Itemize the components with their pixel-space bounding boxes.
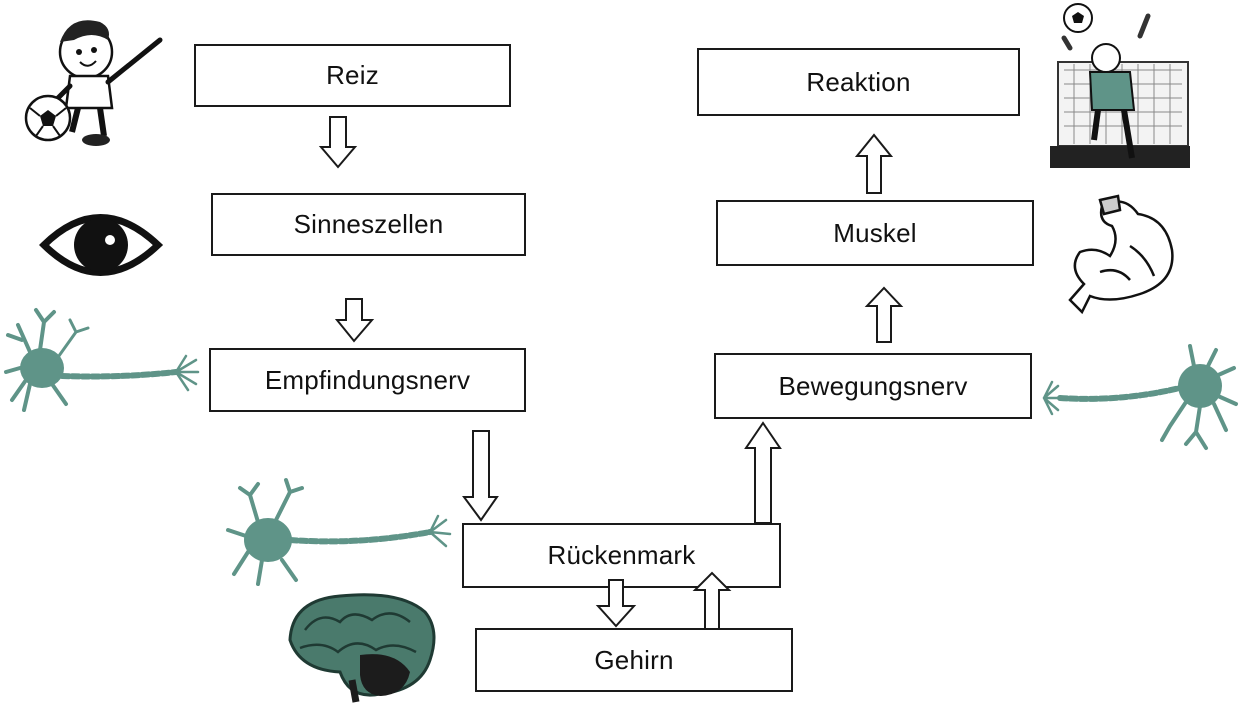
arrow-muskel-to-reaktion [854, 133, 894, 194]
arrow-empfindungsnerv-to-rueckenmark [462, 430, 499, 522]
gehirn-label: Gehirn [594, 644, 674, 675]
reaktion-label: Reaktion [806, 66, 911, 97]
empfindungsnerv-label: Empfindungsnerv [264, 364, 471, 395]
arrow-rueckenmark-to-gehirn [595, 579, 637, 628]
goalkeeper-icon [1050, 3, 1190, 168]
neuron-icon [226, 478, 452, 586]
gehirn-box: Gehirn [475, 628, 793, 692]
rueckenmark-box: Rückenmark [462, 523, 781, 588]
brain-icon [288, 593, 436, 703]
sinneszellen-label: Sinneszellen [293, 209, 444, 239]
arrow-gehirn-to-rueckenmark [692, 571, 732, 630]
sinneszellen-box: Sinneszellen [211, 193, 526, 256]
rueckenmark-label: Rückenmark [547, 540, 696, 570]
muskel-box: Muskel [716, 200, 1034, 266]
reiz-label: Reiz [326, 60, 379, 90]
arrow-rueckenmark-to-bewegungsnerv [744, 421, 782, 524]
reaktion-box: Reaktion [697, 48, 1020, 116]
motor-neuron-icon [1042, 344, 1238, 450]
eye-icon [39, 214, 164, 276]
reiz-box: Reiz [194, 44, 511, 107]
arrow-reiz-to-sinneszellen [318, 116, 358, 169]
empfindungsnerv-box: Empfindungsnerv [209, 348, 526, 412]
sensory-neuron-icon [4, 308, 200, 412]
arrow-bewegungsnerv-to-muskel [864, 286, 904, 343]
bewegungsnerv-box: Bewegungsnerv [714, 353, 1032, 419]
soccer-kid-icon [24, 20, 163, 146]
arrow-sinneszellen-to-empfindungsnerv [334, 298, 375, 343]
muskel-label: Muskel [833, 217, 917, 248]
bewegungsnerv-label: Bewegungsnerv [778, 370, 968, 401]
flexed-arm-icon [1068, 194, 1174, 315]
